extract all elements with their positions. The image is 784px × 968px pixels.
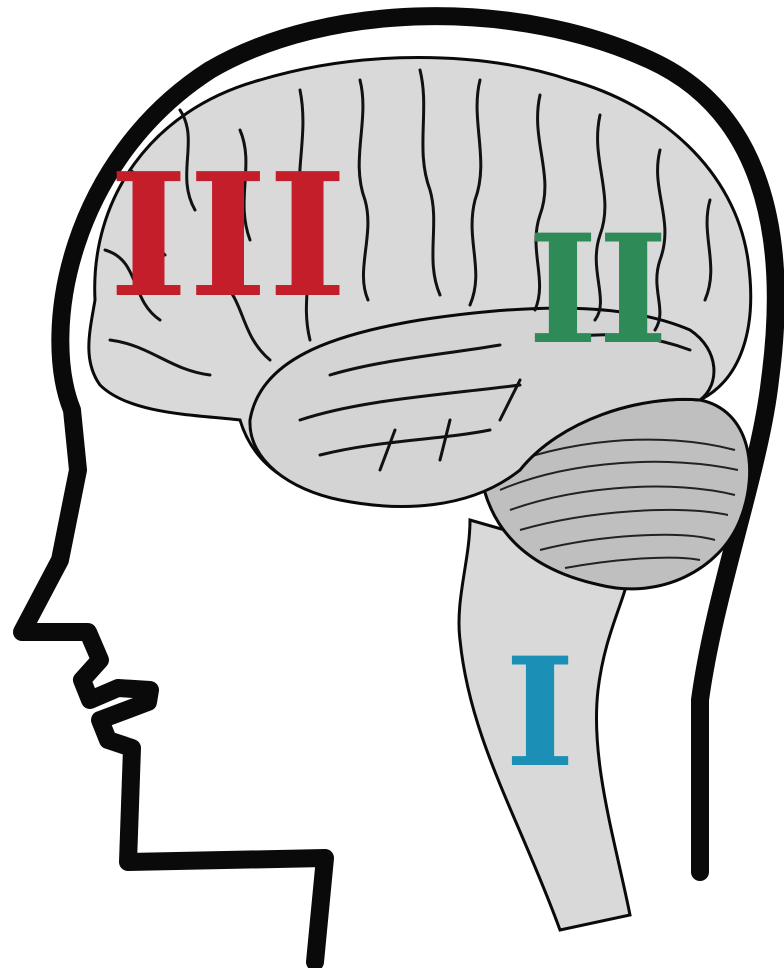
label-two: II [528, 202, 668, 378]
label-one: I [505, 625, 575, 801]
label-three: III [109, 136, 348, 336]
